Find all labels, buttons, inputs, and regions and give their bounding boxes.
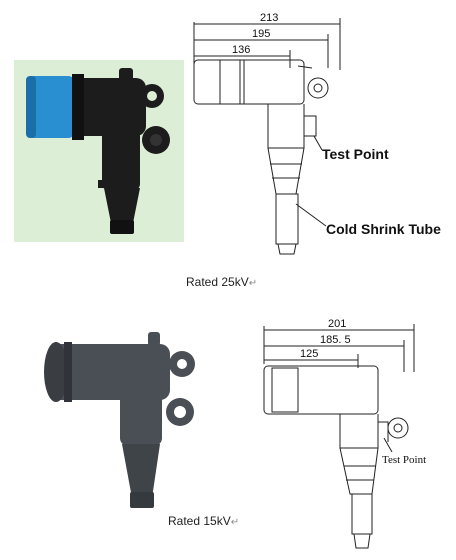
return-mark: ↵: [248, 278, 258, 289]
callout-25kv-cold-shrink: Cold Shrink Tube: [326, 221, 441, 237]
drawing-15kv: 201 185. 5 125: [263, 318, 415, 549]
callout-25kv-test-point: Test Point: [322, 146, 389, 162]
caption-15kv: Rated 15kV↵: [168, 514, 239, 528]
dim-25kv-overall: 213: [260, 12, 278, 24]
photo-15kv-elbow: [44, 332, 195, 508]
caption-25kv-text: Rated 25kV: [186, 275, 249, 289]
dim-25kv-middle: 195: [252, 28, 270, 40]
return-mark: ↵: [230, 517, 240, 528]
photo-25kv-elbow: [26, 68, 170, 234]
caption-25kv: Rated 25kV↵: [186, 275, 257, 289]
dim-15kv-overall: 201: [328, 318, 346, 330]
callout-15kv-test-point: Test Point: [382, 454, 427, 466]
dim-15kv-inner: 125: [300, 348, 318, 360]
dim-15kv-middle: 185. 5: [320, 334, 351, 346]
drawing-25kv: 213 195 136: [193, 12, 341, 255]
caption-15kv-text: Rated 15kV: [168, 514, 231, 528]
dim-25kv-inner: 136: [232, 44, 250, 56]
